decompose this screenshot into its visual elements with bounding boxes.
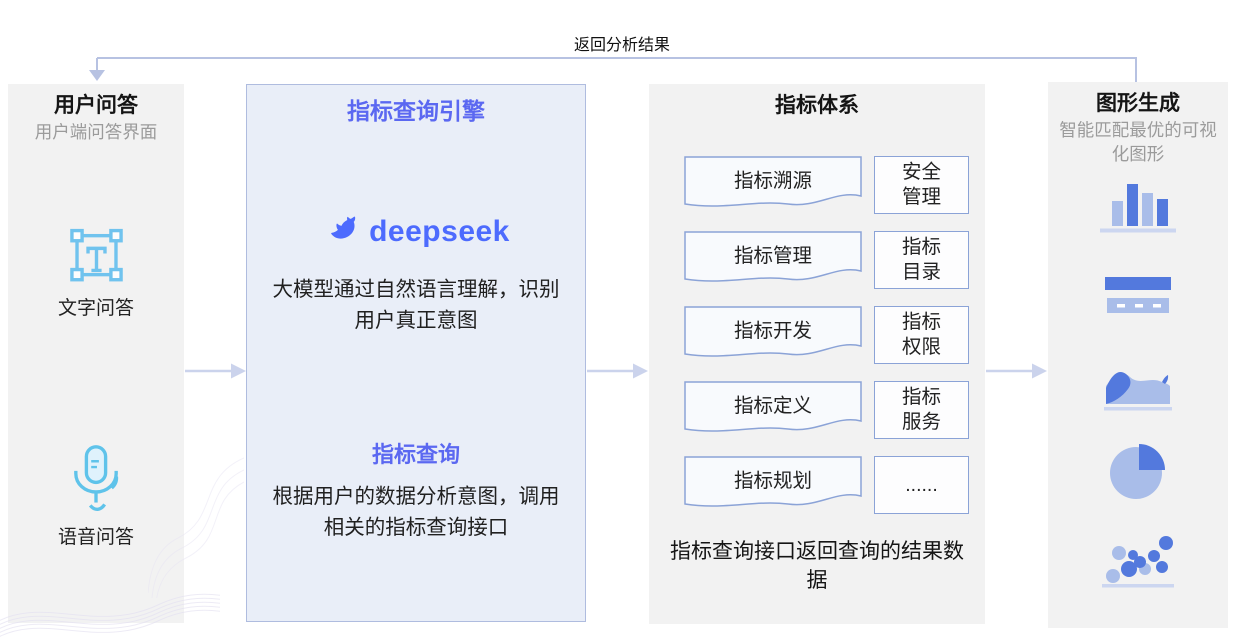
indicator-footer-text: 指标查询接口返回查询的结果数据: [670, 540, 964, 592]
rect-box-label: ......: [905, 473, 938, 496]
document-shape-box: 指标溯源: [684, 156, 862, 210]
return-connector-left-segment: [96, 58, 98, 70]
document-shape-box: 指标管理: [684, 231, 862, 285]
rect-box-label: 指标目录: [901, 235, 941, 284]
doc-box-label: 指标定义: [733, 394, 812, 417]
panel-title: 指标查询引擎: [347, 98, 485, 124]
doc-box-label: 指标规划: [733, 469, 812, 492]
scatter-chart-icon: [1048, 531, 1228, 588]
voice-qa-icon: [63, 443, 129, 516]
document-shape-box: 指标定义: [684, 381, 862, 435]
rect-box-label: 指标服务: [901, 385, 941, 434]
doc-box-label: 指标溯源: [733, 169, 812, 192]
indicator-row: 指标定义 指标服务: [684, 381, 985, 440]
deepseek-wordmark: deepseek: [369, 215, 510, 249]
return-connector-right-segment: [1135, 58, 1137, 84]
panel-subtitle: 智能匹配最优的可视化图形: [1059, 120, 1217, 164]
arrow-user-to-engine-icon: [185, 363, 246, 379]
panel-user-qa: 用户问答 用户端问答界面 文字问答: [8, 84, 184, 623]
indicator-row: 指标溯源 安全管理: [684, 156, 985, 215]
return-connector-arrowhead-icon: [89, 70, 105, 81]
bar-chart-icon: [1048, 179, 1228, 235]
doc-box-label: 指标管理: [733, 244, 812, 267]
rect-box: 指标服务: [874, 381, 969, 440]
voice-qa-label: 语音问答: [57, 526, 134, 548]
rect-box-label: 安全管理: [901, 160, 941, 209]
rect-box: ......: [874, 456, 969, 515]
panel-title: 用户问答: [54, 94, 138, 117]
rect-box: 安全管理: [874, 156, 969, 215]
horizontal-bar-chart-icon: [1048, 267, 1228, 323]
nlu-description: 大模型通过自然语言理解，识别用户真正意图: [272, 278, 560, 332]
arrow-system-to-chart-icon: [986, 363, 1047, 379]
document-shape-box: 指标开发: [684, 306, 862, 360]
deepseek-whale-icon: [322, 214, 360, 250]
query-heading: 指标查询: [371, 441, 460, 467]
indicator-row: 指标管理 指标目录: [684, 231, 985, 290]
panel-query-engine: 指标查询引擎 deepseek 大模型通过自然语言理解，识别用户真正意图 指标查…: [246, 84, 586, 622]
panel-title: 指标体系: [775, 94, 859, 117]
query-description: 根据用户的数据分析意图，调用相关的指标查询接口: [272, 485, 560, 540]
rect-box: 指标权限: [874, 306, 969, 365]
panel-chart-generation: 图形生成 智能匹配最优的可视化图形: [1048, 82, 1228, 628]
return-result-label: 返回分析结果: [573, 37, 670, 54]
panel-subtitle: 用户端问答界面: [34, 122, 158, 143]
deepseek-logo: deepseek: [247, 215, 585, 249]
return-connector-line: [97, 57, 1137, 59]
rect-box-label: 指标权限: [901, 310, 941, 359]
pie-chart-icon: [1048, 443, 1228, 499]
indicator-row: 指标开发 指标权限: [684, 306, 985, 365]
panel-title: 图形生成: [1096, 92, 1180, 115]
document-shape-box: 指标规划: [684, 456, 862, 510]
indicator-rows: 指标溯源 安全管理 指标管理 指标目录 指标开发: [649, 156, 985, 515]
arrow-engine-to-system-icon: [587, 363, 648, 379]
area-chart-icon: [1048, 355, 1228, 411]
rect-box: 指标目录: [874, 231, 969, 290]
text-qa-icon: [66, 227, 127, 287]
text-qa-label: 文字问答: [57, 297, 134, 319]
doc-box-label: 指标开发: [733, 319, 812, 342]
indicator-row: 指标规划 ......: [684, 456, 985, 515]
panel-indicator-system: 指标体系 指标溯源 安全管理 指标管理 指标目录: [649, 84, 985, 624]
